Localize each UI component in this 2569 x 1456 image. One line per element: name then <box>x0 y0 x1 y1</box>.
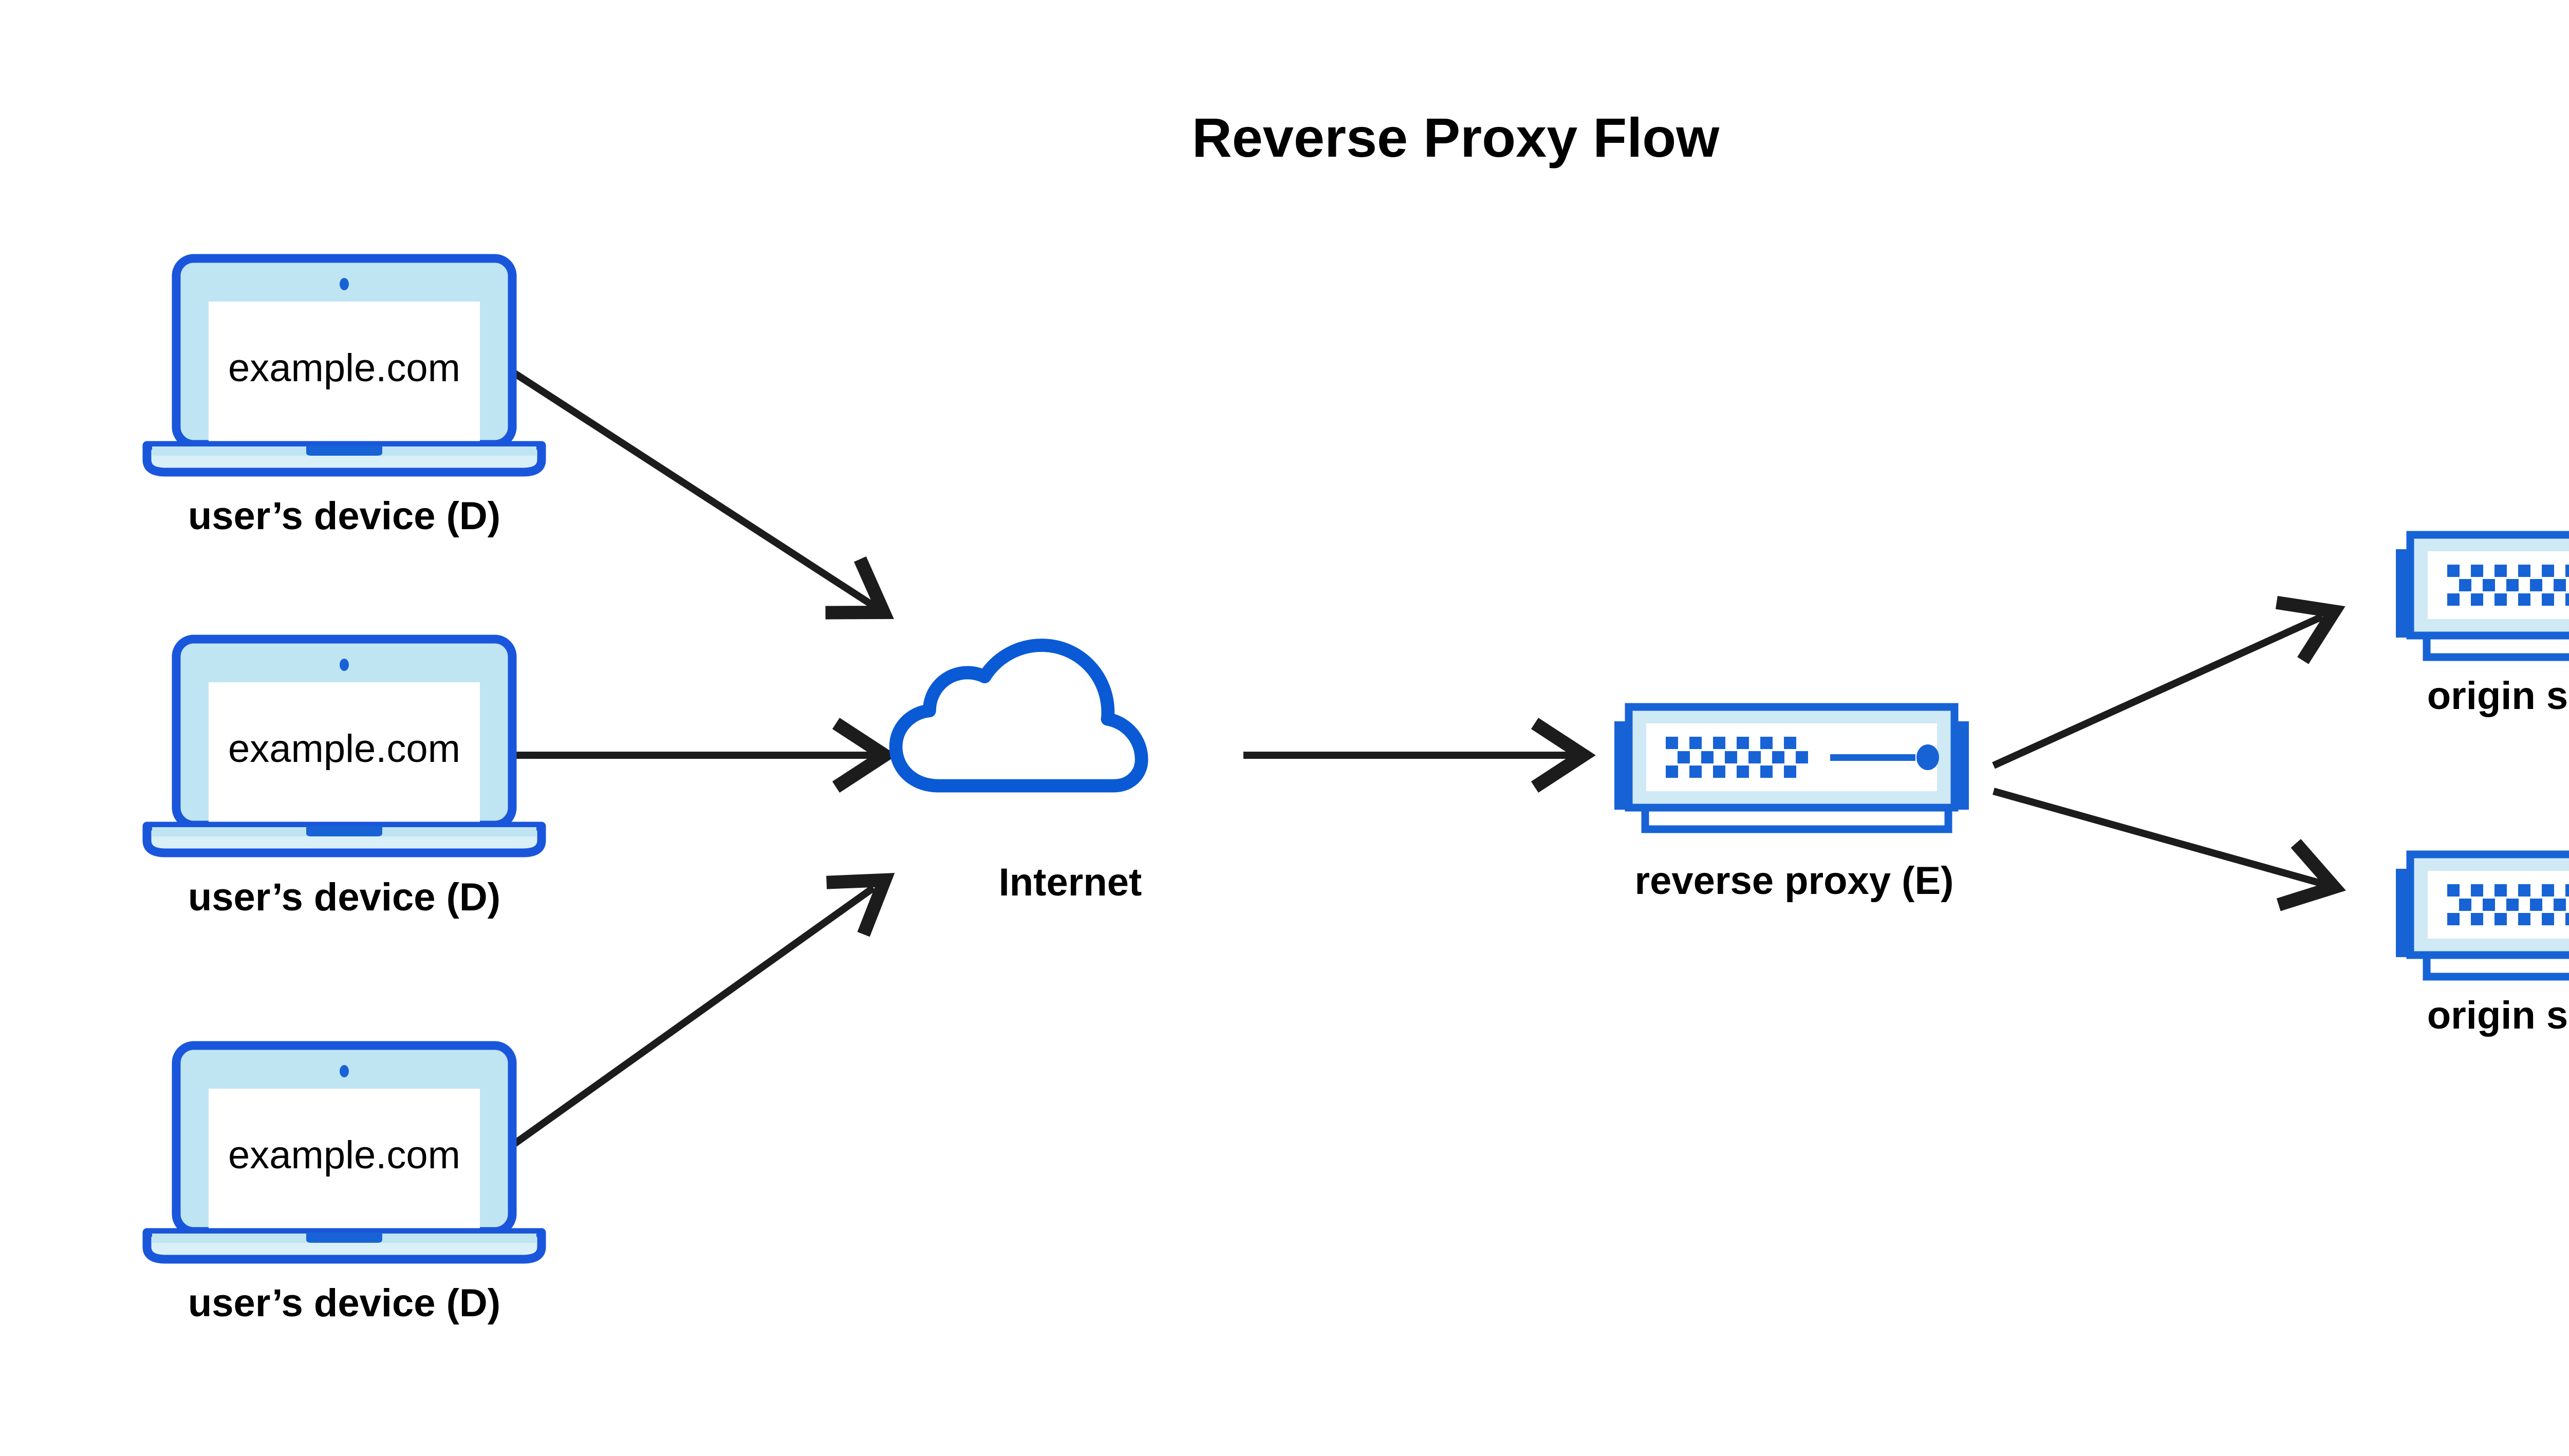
node-user-device-middle[interactable]: example.com user’s device (D) <box>147 639 542 919</box>
edge-device-middle-to-internet <box>512 723 885 787</box>
edge-proxy-to-origin-top <box>1992 583 2348 769</box>
device-screen-url-top: example.com <box>228 346 460 390</box>
node-label-internet: Internet <box>999 861 1142 904</box>
cloud-icon <box>896 645 1142 786</box>
server-icon <box>1614 707 1969 829</box>
page-title: Reverse Proxy Flow <box>1192 106 1720 169</box>
node-label-origin-server-bottom: origin server (F) <box>2427 994 2569 1037</box>
node-reverse-proxy[interactable]: reverse proxy (E) <box>1614 707 1969 903</box>
node-label-origin-server-top: origin server (F) <box>2427 674 2569 718</box>
connectors <box>509 368 2348 1149</box>
device-screen-url-bottom: example.com <box>228 1133 460 1177</box>
node-origin-server-bottom[interactable]: origin server (F) <box>2396 854 2569 1037</box>
device-screen-url-middle: example.com <box>228 727 460 771</box>
node-internet[interactable]: Internet <box>896 645 1142 904</box>
node-label-user-device-top: user’s device (D) <box>188 494 500 538</box>
node-user-device-top[interactable]: example.com user’s device (D) <box>147 258 542 538</box>
node-label-user-device-middle: user’s device (D) <box>188 875 500 919</box>
server-icon <box>2396 535 2569 657</box>
node-label-user-device-bottom: user’s device (D) <box>188 1281 500 1325</box>
server-icon <box>2396 854 2569 977</box>
edge-device-top-to-internet <box>510 368 901 639</box>
edge-device-bottom-to-internet <box>509 854 903 1149</box>
node-label-reverse-proxy: reverse proxy (E) <box>1635 859 1954 903</box>
edge-proxy-to-origin-bottom <box>1993 788 2343 918</box>
node-user-device-bottom[interactable]: example.com user’s device (D) <box>147 1046 542 1325</box>
node-origin-server-top[interactable]: origin server (F) <box>2396 535 2569 718</box>
edge-internet-to-reverse-proxy <box>1243 723 1584 787</box>
